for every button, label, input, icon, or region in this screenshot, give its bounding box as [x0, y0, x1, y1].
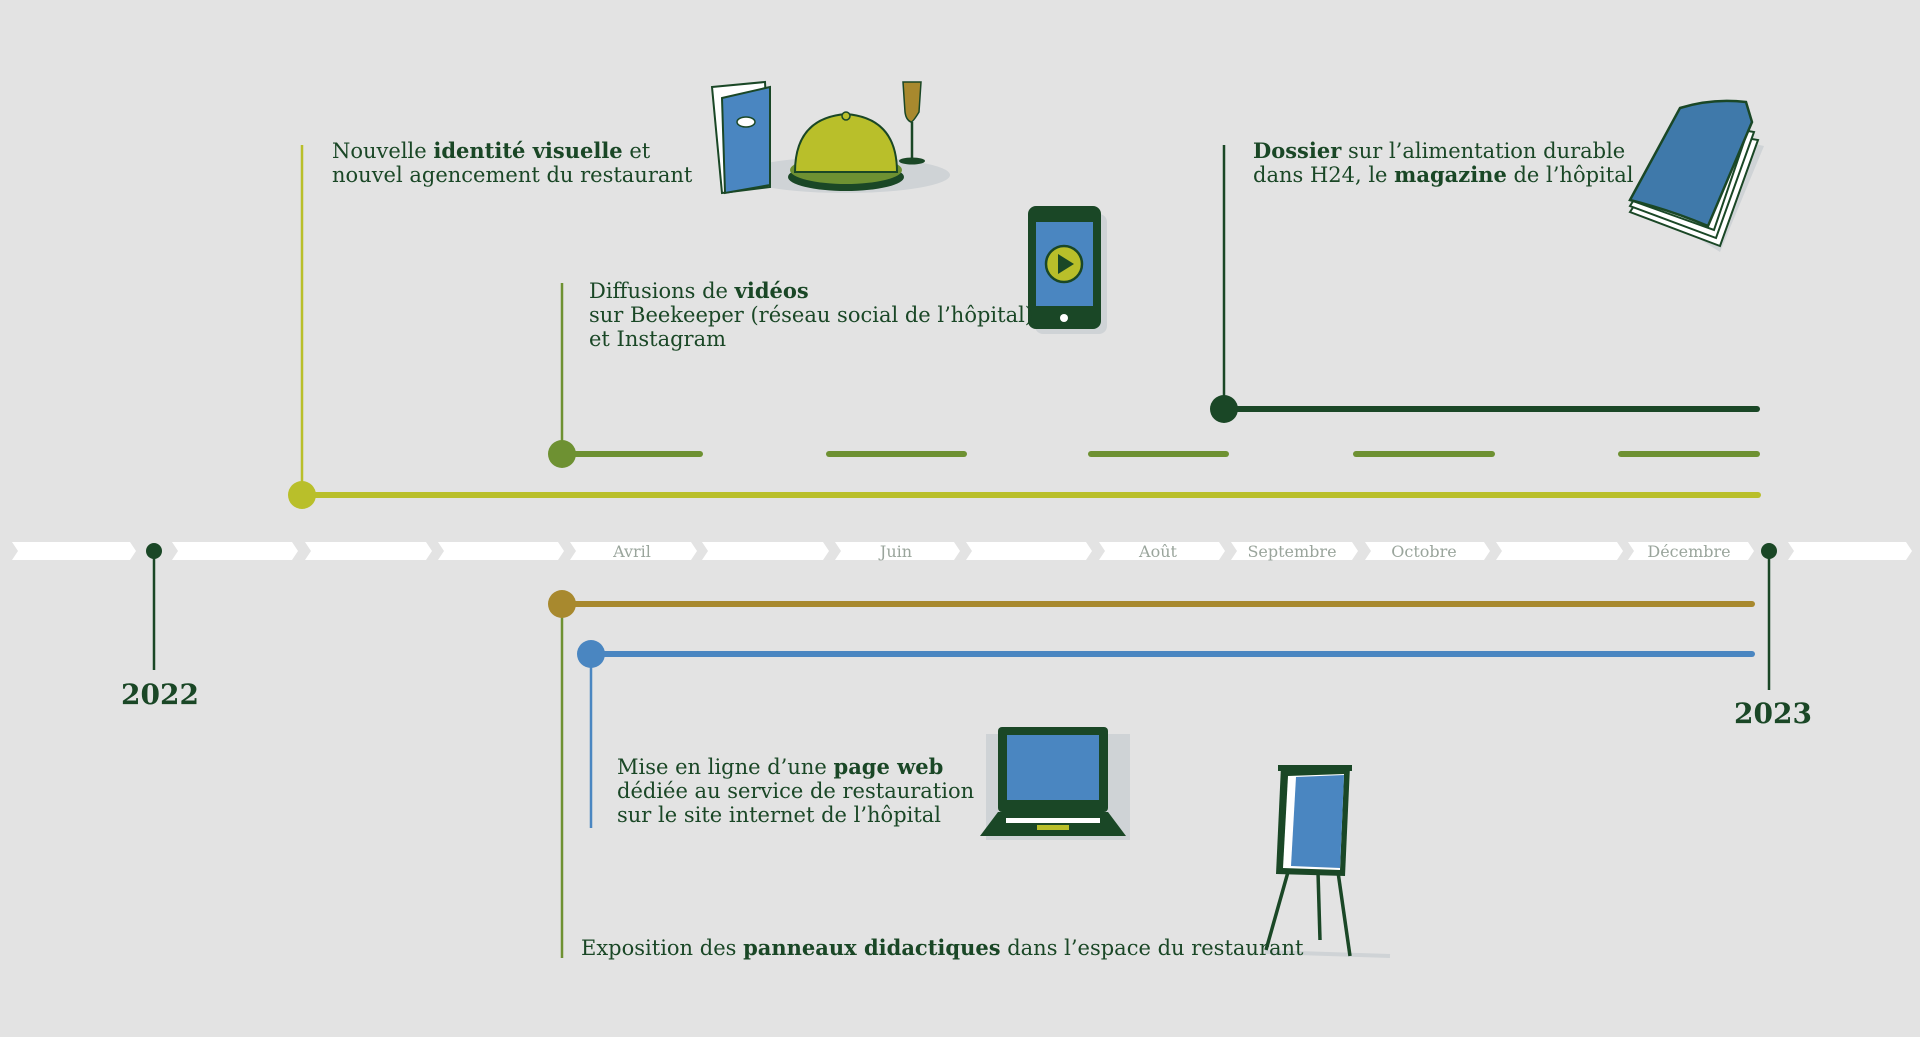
bar-panneaux	[548, 590, 1755, 958]
restaurant-icon	[710, 80, 950, 195]
axis-segment	[570, 542, 697, 560]
axis-segment	[835, 542, 960, 560]
bar-page-web	[577, 640, 1755, 828]
bar-videos	[548, 283, 1760, 468]
easel-icon	[1264, 765, 1391, 958]
text-line: sur le site internet de l’hôpital	[617, 803, 942, 827]
year-marker-2023	[1761, 543, 1777, 690]
month-label-octobre: Octobre	[1391, 542, 1457, 561]
bar-dossier	[1210, 145, 1760, 423]
axis-segment	[966, 542, 1092, 560]
magazine-icon	[1628, 99, 1764, 252]
event-page-web: Mise en ligne d’une page web dédiée au s…	[617, 754, 975, 828]
smartphone-icon	[1028, 206, 1107, 334]
text-bold: Dossier	[1253, 138, 1342, 163]
text-segment: Diffusions de	[589, 279, 735, 303]
month-axis	[12, 542, 1912, 560]
axis-segment	[172, 542, 298, 560]
text-segment: sur l’alimentation durable	[1341, 139, 1626, 163]
text-segment: Nouvelle	[332, 139, 434, 163]
text-line: et Instagram	[589, 327, 727, 351]
year-label-2023: 2023	[1734, 697, 1812, 730]
axis-segment	[1365, 542, 1490, 560]
month-label-decembre: Décembre	[1647, 542, 1730, 561]
month-label-aout: Août	[1138, 542, 1177, 561]
month-label-juin: Juin	[878, 542, 912, 561]
axis-segment	[1628, 542, 1754, 560]
axis-segment	[12, 542, 136, 560]
text-bold: page web	[833, 754, 944, 779]
year-label-2022: 2022	[121, 678, 199, 711]
axis-segment	[1788, 542, 1912, 560]
text-segment: dans H24, le	[1253, 163, 1395, 187]
event-videos: Diffusions de vidéos sur Beekeeper (rése…	[589, 278, 1033, 352]
axis-segment	[1231, 542, 1358, 560]
text-line: sur Beekeeper (réseau social de l’hôpita…	[589, 303, 1033, 327]
text-segment: dans l’espace du restaurant	[1000, 936, 1304, 960]
laptop-icon	[980, 727, 1130, 840]
event-identite-visuelle: Nouvelle identité visuelle et nouvel age…	[332, 138, 693, 188]
event-panneaux: Exposition des panneaux didactiques dans…	[581, 935, 1304, 961]
month-label-septembre: Septembre	[1247, 542, 1336, 561]
text-segment: Mise en ligne d’une	[617, 755, 834, 779]
month-label-avril: Avril	[612, 542, 651, 561]
text-segment: et	[622, 139, 651, 163]
axis-segment	[1496, 542, 1623, 560]
axis-segment	[702, 542, 829, 560]
year-marker-2022	[146, 543, 162, 670]
text-bold: panneaux didactiques	[743, 935, 1001, 960]
text-segment: de l’hôpital	[1506, 163, 1634, 187]
axis-segment	[305, 542, 432, 560]
text-line: dédiée au service de restauration	[617, 779, 975, 803]
axis-segment	[438, 542, 564, 560]
axis-segment	[1099, 542, 1225, 560]
text-bold: identité visuelle	[433, 138, 623, 163]
text-line: nouvel agencement du restaurant	[332, 163, 693, 187]
text-segment: Exposition des	[581, 936, 744, 960]
text-bold: vidéos	[734, 278, 809, 303]
event-dossier: Dossier sur l’alimentation durable dans …	[1253, 138, 1634, 188]
text-bold: magazine	[1394, 162, 1507, 187]
bar-identite-visuelle	[288, 145, 1761, 509]
